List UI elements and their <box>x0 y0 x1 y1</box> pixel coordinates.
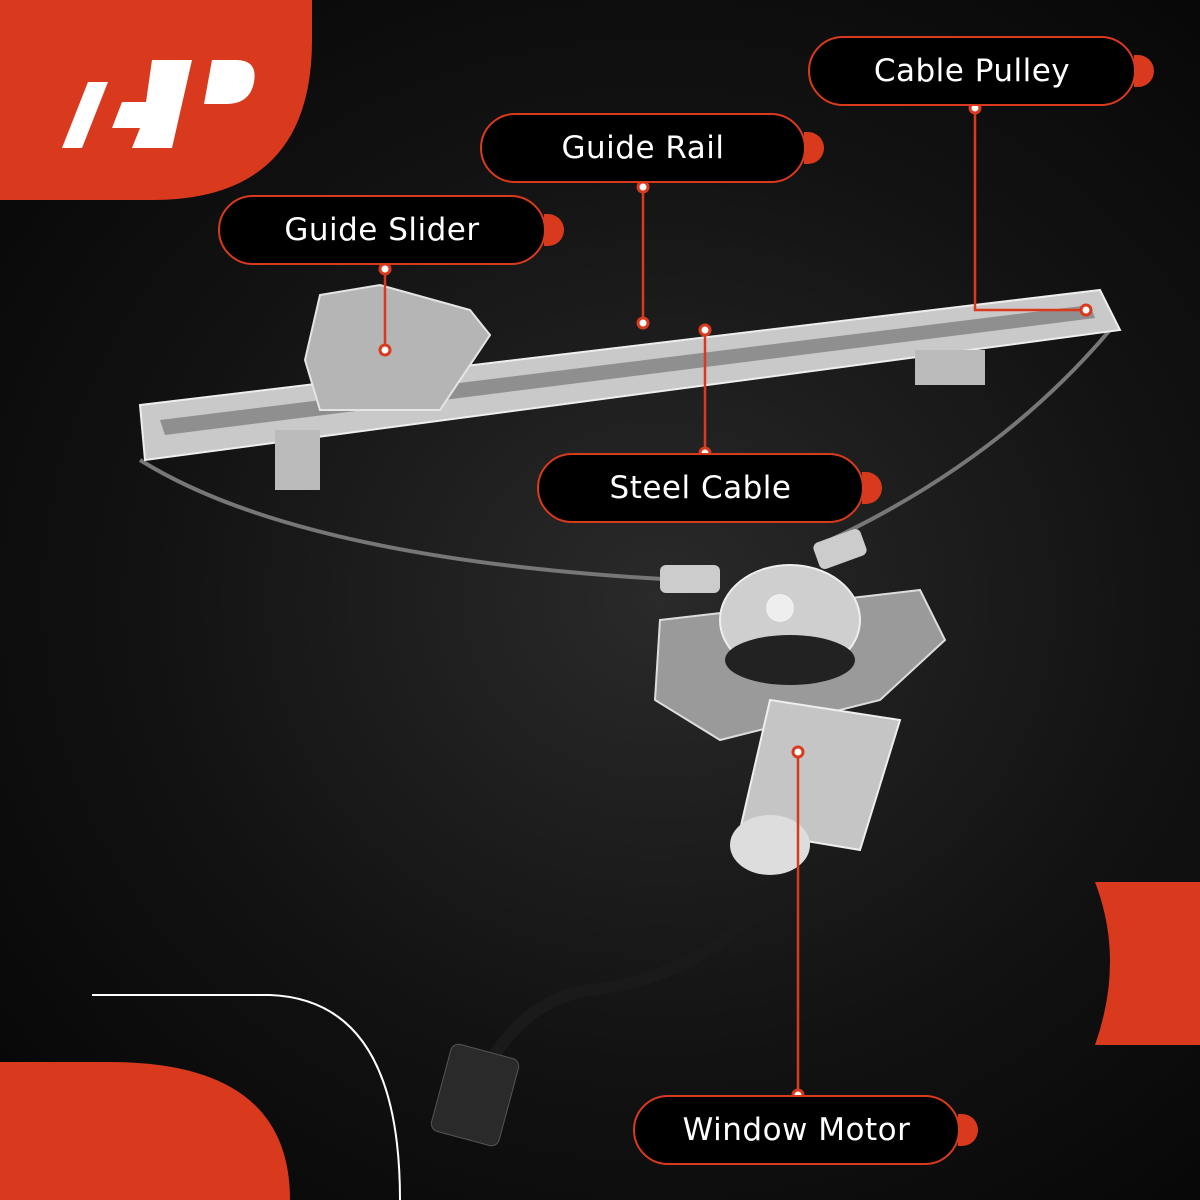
label-text: Guide Slider <box>284 212 480 248</box>
right-brand-shape <box>1095 882 1200 1045</box>
guide-slider <box>303 283 492 411</box>
label-text: Window Motor <box>682 1112 911 1148</box>
steel-cable <box>138 328 1112 582</box>
label-text: Cable Pulley <box>873 53 1071 89</box>
label-guide-rail: Guide Rail <box>480 113 824 183</box>
motor-body <box>738 698 902 852</box>
wire-harness <box>474 875 795 1083</box>
connector <box>430 1043 520 1147</box>
bottom-left-brand-shape <box>0 1062 290 1200</box>
label-guide-slider: Guide Slider <box>218 195 564 265</box>
window-regulator-product <box>138 283 1122 1147</box>
label-text: Steel Cable <box>609 470 792 506</box>
label-cable-pulley: Cable Pulley <box>808 36 1154 106</box>
label-text: Guide Rail <box>561 130 725 166</box>
label-window-motor: Window Motor <box>633 1095 978 1165</box>
bottom-left-outline <box>92 994 401 1200</box>
brand-logo <box>62 60 255 148</box>
label-steel-cable: Steel Cable <box>537 453 882 523</box>
leader-lines <box>383 108 1086 1095</box>
